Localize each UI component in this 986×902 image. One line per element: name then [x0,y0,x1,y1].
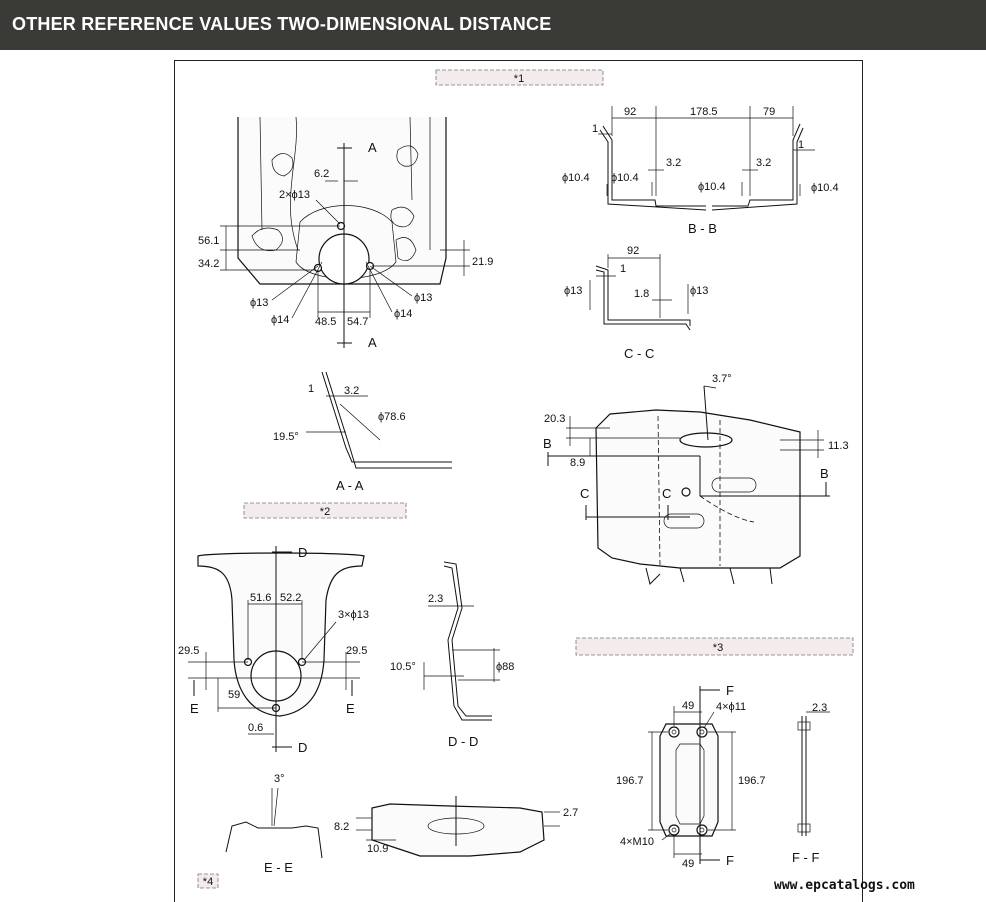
svg-text:10.5°: 10.5° [390,661,416,673]
section-mark-d-bottom: D [298,740,307,755]
section-mark-f-bottom: F [726,853,734,868]
svg-text:54.7: 54.7 [347,316,368,328]
svg-text:*2: *2 [320,506,330,518]
svg-text:ϕ10.4: ϕ10.4 [811,182,839,194]
svg-text:10.9: 10.9 [367,843,388,855]
svg-text:29.5: 29.5 [178,645,199,657]
svg-text:3.2: 3.2 [666,157,681,169]
svg-text:196.7: 196.7 [616,775,644,787]
svg-text:92: 92 [624,106,636,118]
svg-text:B - B: B - B [688,221,717,236]
svg-text:ϕ88: ϕ88 [496,661,514,673]
svg-text:1: 1 [620,263,626,275]
svg-text:49: 49 [682,858,694,870]
svg-text:3.2: 3.2 [756,157,771,169]
svg-text:6.2: 6.2 [314,168,329,180]
title-bar: OTHER REFERENCE VALUES TWO-DIMENSIONAL D… [0,0,986,50]
svg-text:ϕ10.4: ϕ10.4 [611,172,639,184]
svg-text:D - D: D - D [448,734,478,749]
tag-3: *3 [575,637,854,656]
tag-1: *1 [435,69,604,86]
view-section-d-d: 2.3 ϕ88 10.5° D - D [390,561,514,749]
svg-text:49: 49 [682,700,694,712]
svg-text:59: 59 [228,689,240,701]
view-plate-front: F F 49 4×ϕ11 196.7 196.7 4×M10 49 [616,683,766,870]
watermark: www.epcatalogs.com [774,878,915,893]
svg-text:ϕ13: ϕ13 [414,292,432,304]
svg-text:196.7: 196.7 [738,775,766,787]
svg-text:ϕ10.4: ϕ10.4 [698,181,726,193]
section-mark-a-top: A [368,140,377,155]
svg-text:29.5: 29.5 [346,645,367,657]
svg-text:20.3: 20.3 [544,413,565,425]
section-mark-b-right: B [820,466,829,481]
view-section-c-c: 92 1 ϕ13 1.8 ϕ13 C - C [564,245,708,361]
svg-text:1: 1 [592,123,598,135]
svg-text:21.9: 21.9 [472,256,493,268]
svg-text:E - E: E - E [264,860,293,875]
svg-text:2.7: 2.7 [563,807,578,819]
svg-text:2.3: 2.3 [428,593,443,605]
svg-text:48.5: 48.5 [315,316,336,328]
view-section-e-e: 3° E - E [225,773,323,875]
section-mark-f-top: F [726,683,734,698]
tag-2: *2 [243,502,407,519]
tag-4: *4 [197,873,219,889]
svg-text:4×M10: 4×M10 [620,836,654,848]
svg-text:1: 1 [308,383,314,395]
svg-text:3.7°: 3.7° [712,373,732,385]
view-section-b-b: 92 178.5 79 1 1 3.2 3.2 ϕ10.4 ϕ10.4 ϕ10.… [562,106,839,236]
page-title: OTHER REFERENCE VALUES TWO-DIMENSIONAL D… [12,14,552,34]
svg-text:ϕ14: ϕ14 [271,314,289,326]
svg-text:19.5°: 19.5° [273,431,299,443]
section-mark-e-right: E [346,701,355,716]
svg-text:ϕ13: ϕ13 [564,285,582,297]
section-mark-a-bottom: A [368,335,377,350]
svg-text:*1: *1 [514,73,524,85]
svg-text:3.2: 3.2 [344,385,359,397]
svg-text:178.5: 178.5 [690,106,718,118]
view-housing-side: 3.7° 20.3 8.9 11.3 B B C C [543,373,849,585]
svg-text:*4: *4 [203,876,213,888]
svg-text:F - F: F - F [792,850,819,865]
svg-text:34.2: 34.2 [198,258,219,270]
view-housing-front: A A 6.2 2×ϕ13 56.1 34.2 21.9 48.5 54.7 ϕ… [198,116,493,350]
svg-text:51.6: 51.6 [250,592,271,604]
section-mark-b-left: B [543,436,552,451]
svg-text:3°: 3° [274,773,285,785]
svg-text:8.9: 8.9 [570,457,585,469]
svg-text:*3: *3 [713,642,723,654]
svg-text:52.2: 52.2 [280,592,301,604]
svg-text:ϕ13: ϕ13 [250,297,268,309]
svg-text:2.3: 2.3 [812,702,827,714]
svg-text:56.1: 56.1 [198,235,219,247]
section-mark-c-right: C [662,486,671,501]
svg-text:ϕ78.6: ϕ78.6 [378,411,406,423]
svg-text:4×ϕ11: 4×ϕ11 [716,701,746,713]
svg-text:ϕ13: ϕ13 [690,285,708,297]
svg-text:11.3: 11.3 [828,440,849,452]
svg-text:3×ϕ13: 3×ϕ13 [338,609,369,621]
svg-text:79: 79 [763,106,775,118]
svg-text:92: 92 [627,245,639,257]
svg-text:0.6: 0.6 [248,722,263,734]
view-bracket-front: D D 51.6 52.2 3×ϕ13 29.5 29.5 59 E E 0.6 [178,545,369,755]
svg-text:A - A: A - A [336,478,364,493]
svg-text:8.2: 8.2 [334,821,349,833]
view-section-a-a: 1 3.2 ϕ78.6 19.5° A - A [273,371,452,493]
svg-text:ϕ14: ϕ14 [394,308,412,320]
svg-text:2×ϕ13: 2×ϕ13 [279,189,310,201]
view-bracket-side: 8.2 2.7 10.9 [334,796,578,857]
section-mark-c-left: C [580,486,589,501]
svg-text:C - C: C - C [624,346,654,361]
view-section-f-f: 2.3 F - F [792,702,830,865]
svg-text:ϕ10.4: ϕ10.4 [562,172,590,184]
drawing-sheet [174,60,863,902]
section-mark-d-top: D [298,545,307,560]
section-mark-e-left: E [190,701,199,716]
svg-text:1: 1 [798,139,804,151]
svg-text:1.8: 1.8 [634,288,649,300]
